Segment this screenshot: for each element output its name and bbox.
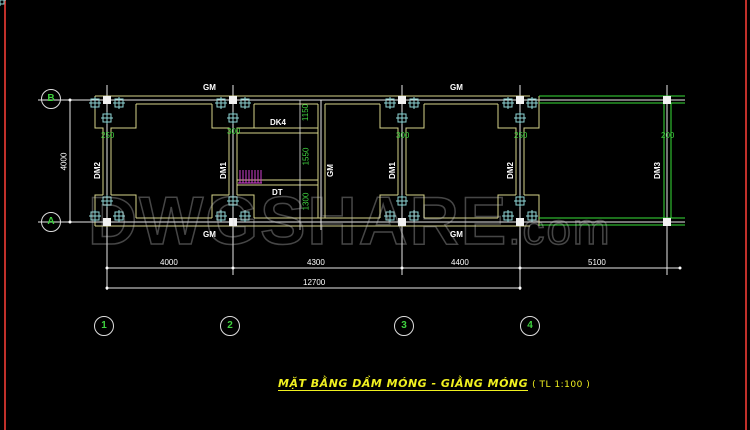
columns <box>103 96 671 226</box>
drawing-frame-right <box>745 0 747 430</box>
grid-bubble-4: 4 <box>520 316 540 336</box>
beam-label-dk4: DK4 <box>270 118 287 127</box>
grid-bubble-A: A <box>41 212 61 232</box>
col-dim-1: 250 <box>101 131 115 140</box>
dim-span-4: 5100 <box>588 258 606 267</box>
dm3-beam <box>539 95 685 226</box>
col-dim-3: 300 <box>396 131 410 140</box>
grid-bubble-B: B <box>41 89 61 109</box>
drawing-scale: ( TL 1:100 ) <box>532 380 591 390</box>
dim-span-3: 4400 <box>451 258 469 267</box>
drawing-frame-left <box>4 0 6 430</box>
beam-label-dm3: DM3 <box>652 162 662 179</box>
dim-span-2: 4300 <box>307 258 325 267</box>
stair-hatch <box>238 170 262 184</box>
grid-bubble-3: 3 <box>394 316 414 336</box>
beam-label-dm1-col2: DM1 <box>218 162 228 179</box>
dim-overall: 12700 <box>303 278 326 287</box>
col-dim-4: 250 <box>514 131 528 140</box>
grid-lines <box>38 85 685 290</box>
drawing-title: MẶT BẰNG DẦM MÓNG - GIẰNG MÓNG ( TL 1:10… <box>278 377 591 391</box>
beam-outlines <box>94 95 540 227</box>
dim-vertical-4000: 4000 <box>59 152 69 171</box>
beam-label-gm-bottom-right: GM <box>450 230 463 239</box>
stair-dim-1300: 1300 <box>301 192 311 211</box>
beam-label-gm-top-left: GM <box>203 83 216 92</box>
drawing-title-main: MẶT BẰNG DẦM MÓNG - GIẰNG MÓNG <box>278 377 529 391</box>
dim-span-1: 4000 <box>160 258 178 267</box>
beam-label-dt: DT <box>272 188 283 197</box>
beam-label-dm1-col3: DM1 <box>387 162 397 179</box>
grid-bubble-1: 1 <box>94 316 114 336</box>
col-dim-5: 200 <box>661 131 675 140</box>
beam-label-gm-bottom-left: GM <box>203 230 216 239</box>
dim-ticks <box>68 98 682 290</box>
stair-dim-1550: 1550 <box>301 147 311 166</box>
beam-label-gm-top-right: GM <box>450 83 463 92</box>
watermark: DWGSHARE.com <box>87 182 612 260</box>
beam-label-dm2-left: DM2 <box>92 162 102 179</box>
beam-label-dm2-col4: DM2 <box>505 162 515 179</box>
stair-dim-1150: 1150 <box>301 103 311 122</box>
grid-bubble-2: 2 <box>220 316 240 336</box>
col-dim-2: 300 <box>227 127 241 136</box>
beam-label-gm-vertical: GM <box>325 164 335 177</box>
